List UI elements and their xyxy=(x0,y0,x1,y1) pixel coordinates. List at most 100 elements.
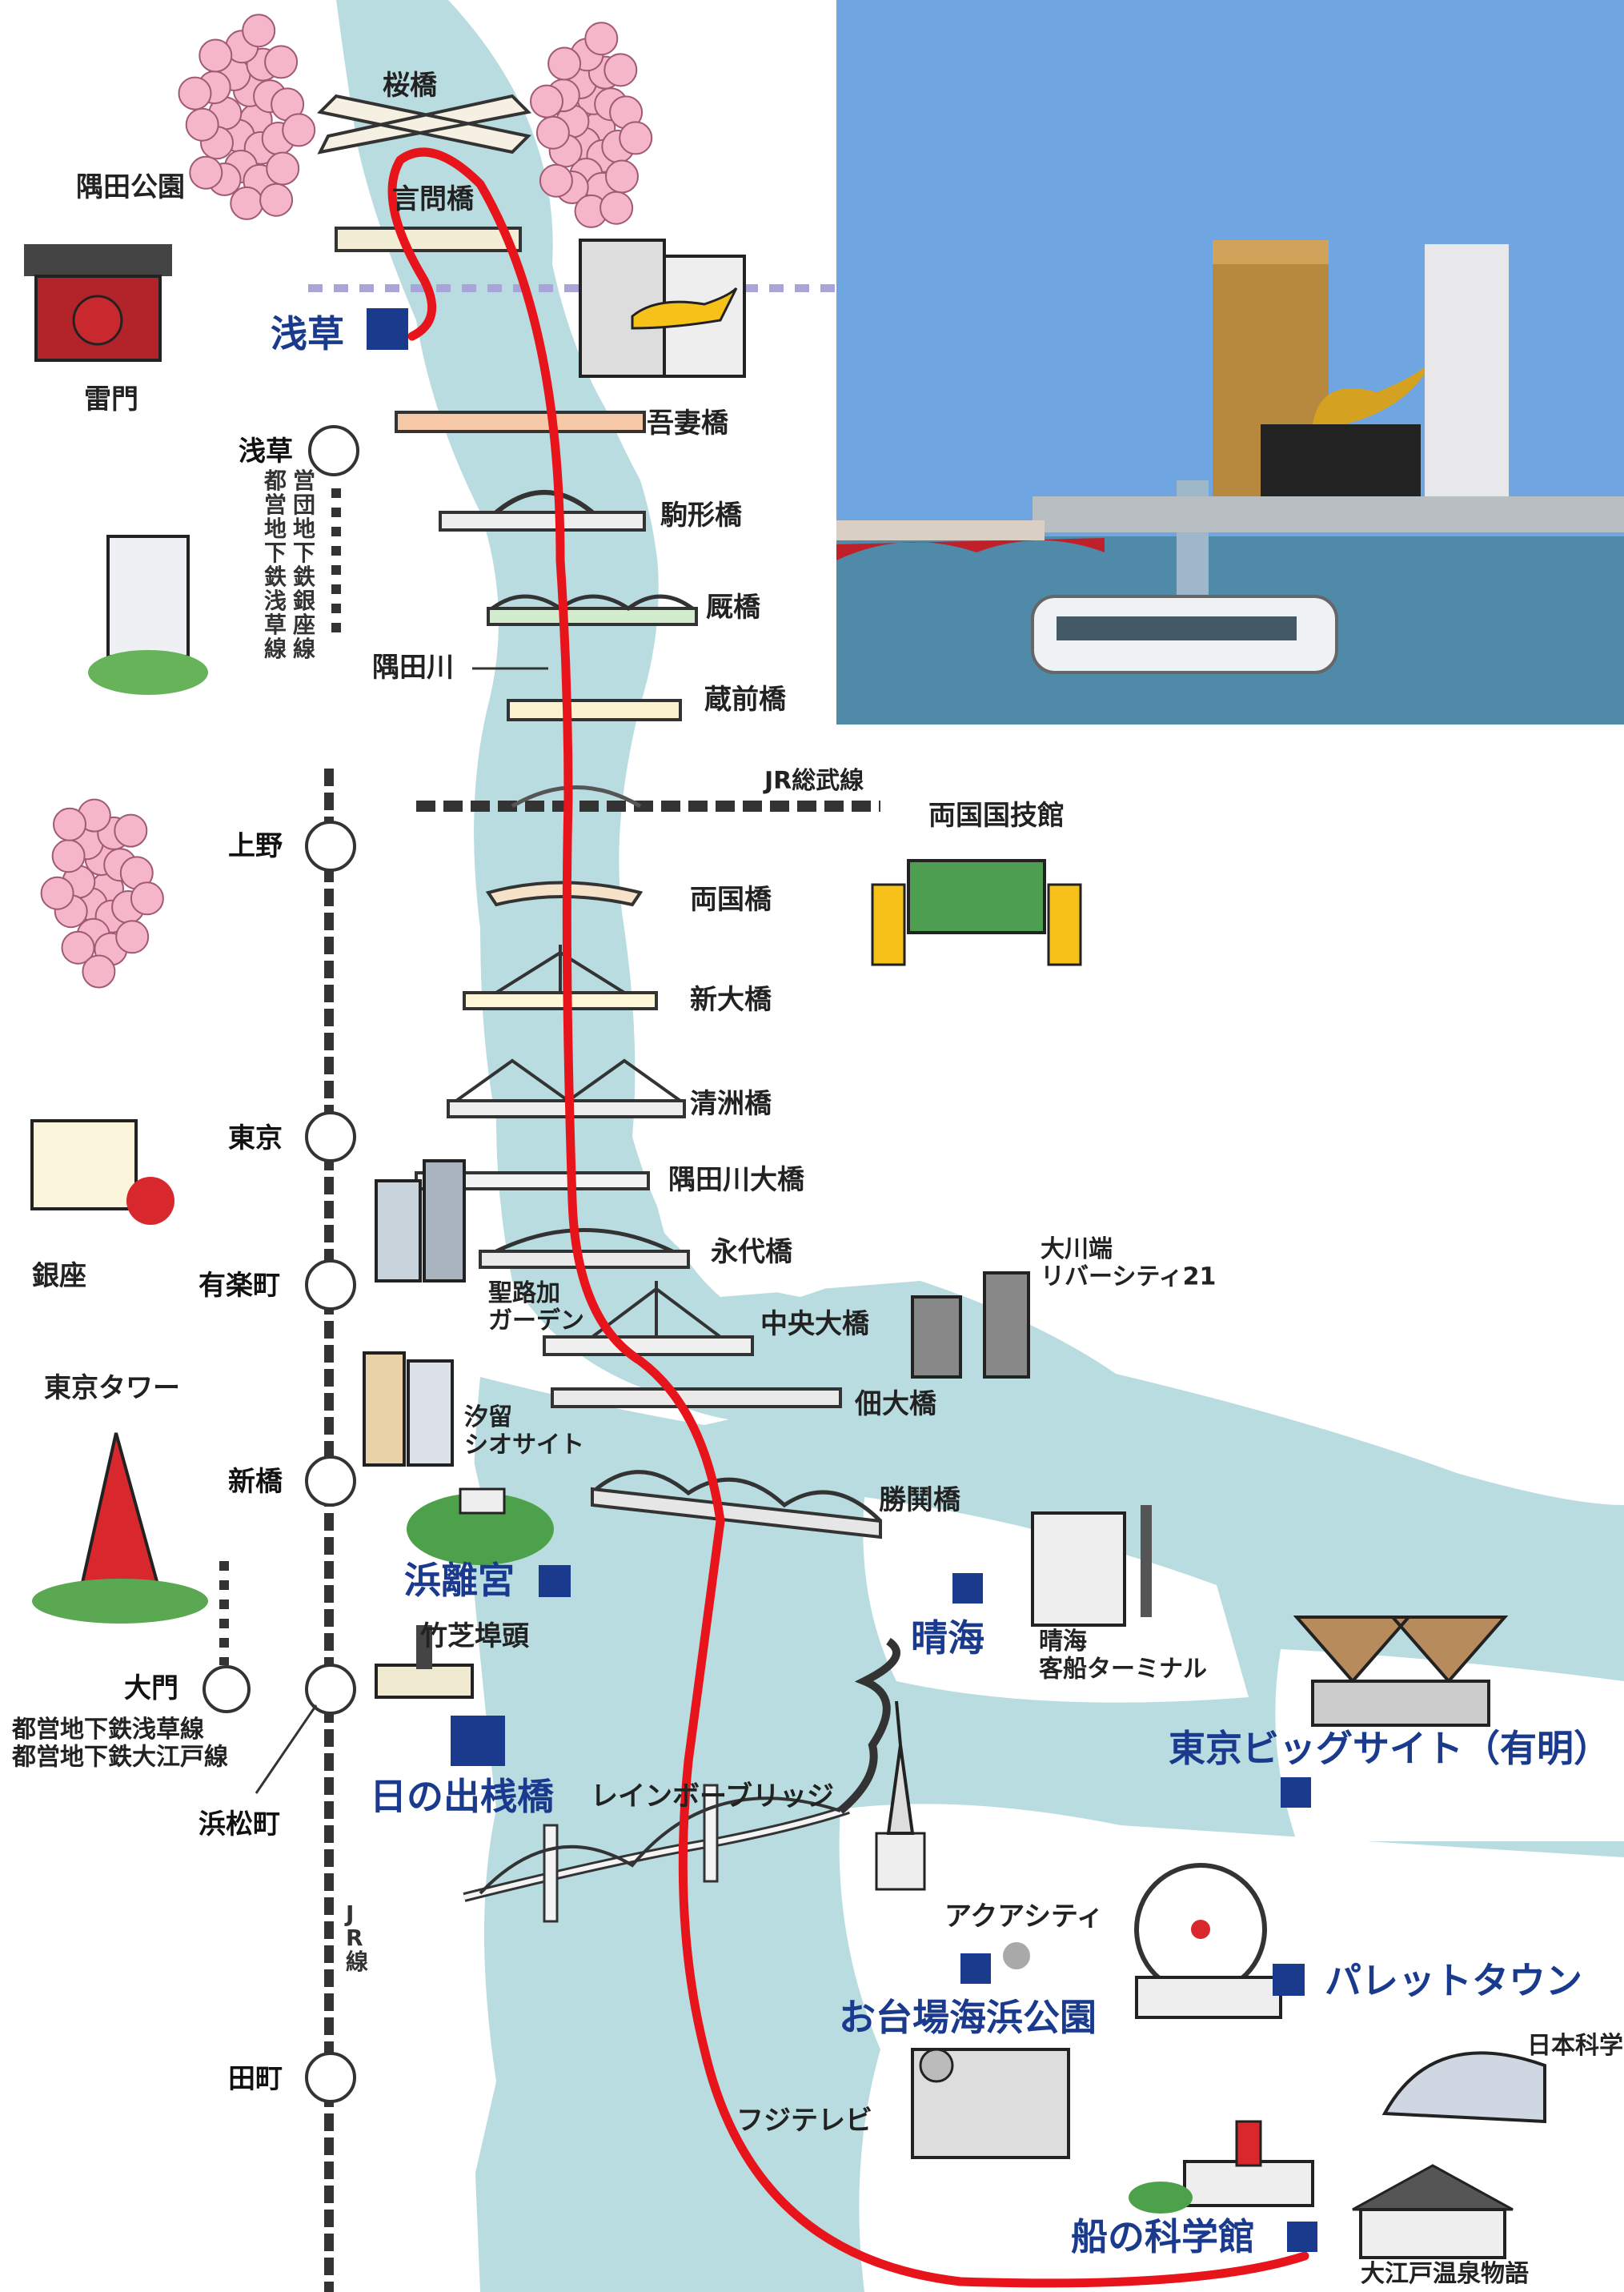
label-bridge-rainbow: レインボーブリッジ xyxy=(591,1780,834,1812)
label-bridge-shinohashi: 新大橋 xyxy=(690,984,772,1016)
label-station-ueno[interactable]: 上野 xyxy=(228,830,283,862)
sakura-blossom xyxy=(535,115,570,150)
label-fuji-tv: フジテレビ xyxy=(736,2105,872,2137)
label-station-hamamatsucho[interactable]: 浜松町 xyxy=(198,1808,280,1840)
sakura-blossom xyxy=(282,113,316,147)
bridge-kachidoki-arches xyxy=(595,1470,882,1523)
fuji-tv-building xyxy=(911,2048,1070,2159)
tokyo-tower-illustration xyxy=(32,1432,208,1624)
photo-white-tower xyxy=(1425,244,1509,528)
bridge-komagata-arch xyxy=(495,490,594,515)
sakura-blossom xyxy=(130,881,164,916)
stop-marker-asakusa[interactable] xyxy=(367,308,408,350)
ginza-illustration xyxy=(30,1119,174,1225)
harumi-terminal-mast xyxy=(1141,1505,1152,1617)
fuji-tv-sphere xyxy=(919,2048,954,2083)
label-stop-odaiba[interactable]: お台場海浜公園 xyxy=(839,1996,1097,2039)
ship-museum-funnel xyxy=(1235,2120,1262,2167)
bridge-umaya-arches xyxy=(491,594,694,612)
bigsight-base xyxy=(1311,1680,1490,1727)
sakura-blossom xyxy=(530,84,563,118)
water-bus-route xyxy=(387,147,1309,2288)
label-bridge-kiyosu: 清洲橋 xyxy=(690,1088,772,1120)
takeshiba-tower xyxy=(416,1625,432,1669)
label-station-tamachi[interactable]: 田町 xyxy=(228,2063,283,2095)
label-station-yurakucho[interactable]: 有楽町 xyxy=(198,1270,280,1302)
label-jr-sobu: JR総武線 xyxy=(763,767,864,795)
stop-markers xyxy=(367,308,1317,2252)
sakura-blossom xyxy=(189,155,223,190)
label-stop-palette[interactable]: パレットタウン xyxy=(1325,1959,1582,2002)
label-station-shimbashi[interactable]: 新橋 xyxy=(228,1466,283,1498)
label-stop-bigsight[interactable]: 東京ビッグサイト（有明） xyxy=(1169,1727,1610,1770)
bridge-shinohashi-deck xyxy=(463,991,658,1010)
stop-marker-funenokagakukan[interactable] xyxy=(1287,2222,1317,2252)
sakura-blossom xyxy=(584,22,619,56)
sakura-blossom xyxy=(51,839,86,873)
bridge-sakura xyxy=(316,94,532,155)
label-stop-hamarikyu[interactable]: 浜離宮 xyxy=(404,1559,515,1602)
bridge-eitai-arch xyxy=(495,1228,674,1254)
stop-marker-hamarikyu[interactable] xyxy=(539,1565,571,1597)
station-circle-asakusa[interactable] xyxy=(308,425,359,476)
bridge-kuramae xyxy=(507,699,682,721)
station-circle-hamamatsucho[interactable] xyxy=(305,1664,356,1715)
ship-museum-palms xyxy=(1129,2182,1193,2214)
label-harumi-terminal: 晴海客船ターミナル xyxy=(1039,1628,1207,1684)
landmark-labels: 隅田公園 雷門 両国国技館 銀座 東京タワー 聖路加ガーデン 大川端リバーシティ… xyxy=(32,171,1623,2288)
label-bridge-sakura: 桜橋 xyxy=(383,70,437,102)
asahi-buildings xyxy=(579,239,746,378)
label-bridge-eitai: 永代橋 xyxy=(711,1236,792,1268)
bridge-komagata-deck xyxy=(439,511,646,532)
bridge-umaya-deck xyxy=(487,607,698,626)
sakura-trees-top xyxy=(178,14,653,228)
ship-museum-body xyxy=(1183,2160,1314,2207)
stop-marker-odaiba[interactable] xyxy=(960,1953,991,1984)
station-circle-yurakucho[interactable] xyxy=(305,1259,356,1311)
kokugikan-banner-l xyxy=(871,883,906,966)
label-bridge-kototoi: 言問橋 xyxy=(392,183,474,215)
shiodome-b xyxy=(407,1359,454,1467)
statue-figure xyxy=(886,1700,915,1835)
sakura-blossom xyxy=(605,159,639,194)
label-asakusa-lines: 都営地下鉄浅草線営団地下鉄銀座線 xyxy=(263,468,315,662)
shiodome-a xyxy=(363,1351,406,1467)
river-city-b xyxy=(983,1271,1030,1379)
stop-marker-palette[interactable] xyxy=(1273,1964,1305,1996)
bridge-sobu-arch xyxy=(511,785,642,809)
kaminarimon-gate xyxy=(24,244,172,362)
station-circle-tokyo[interactable] xyxy=(305,1111,356,1162)
station-circle-shimbashi[interactable] xyxy=(305,1455,356,1507)
label-takeshiba: 竹芝埠頭 xyxy=(420,1620,530,1652)
gate-lantern xyxy=(72,295,123,346)
station-circle-ueno[interactable] xyxy=(305,821,356,872)
label-river: 隅田川 xyxy=(372,652,454,684)
bridge-rainbow-tower-w xyxy=(543,1824,559,1923)
sakura-tree-mid xyxy=(40,798,164,989)
office-shrub xyxy=(88,650,208,695)
sakura-blossom xyxy=(82,954,116,989)
station-circle-daimon[interactable] xyxy=(202,1665,251,1713)
stop-marker-harumi[interactable] xyxy=(952,1573,983,1604)
label-stop-hinode[interactable]: 日の出桟橋 xyxy=(370,1775,554,1818)
bridge-kototoi xyxy=(335,227,522,252)
station-circle-tamachi[interactable] xyxy=(305,2052,356,2103)
label-bridge-komagata: 駒形橋 xyxy=(660,500,742,532)
label-bridge-azuma: 吾妻橋 xyxy=(647,407,728,440)
label-bridge-kuramae: 蔵前橋 xyxy=(704,684,786,716)
label-kaminarimon: 雷門 xyxy=(84,383,138,415)
label-stop-funenokagakukan[interactable]: 船の科学館 xyxy=(1071,2215,1255,2258)
photo-red-bridge xyxy=(836,538,1105,560)
hamarikyu-garden xyxy=(407,1487,554,1565)
stop-marker-bigsight[interactable] xyxy=(1281,1777,1311,1808)
ginza-woman xyxy=(126,1177,174,1225)
sakura-blossom xyxy=(40,876,74,910)
label-stop-harumi[interactable]: 晴海 xyxy=(911,1616,984,1660)
stop-marker-hinode[interactable] xyxy=(451,1716,505,1766)
kokugikan-roof xyxy=(907,859,1046,934)
label-station-tokyo[interactable]: 東京 xyxy=(228,1122,283,1154)
label-stop-asakusa[interactable]: 浅草 xyxy=(271,312,344,355)
harumi-canal xyxy=(832,1361,1624,1649)
hamarikyu-pavilion xyxy=(459,1487,506,1515)
photo-golden-flame xyxy=(1313,360,1433,424)
